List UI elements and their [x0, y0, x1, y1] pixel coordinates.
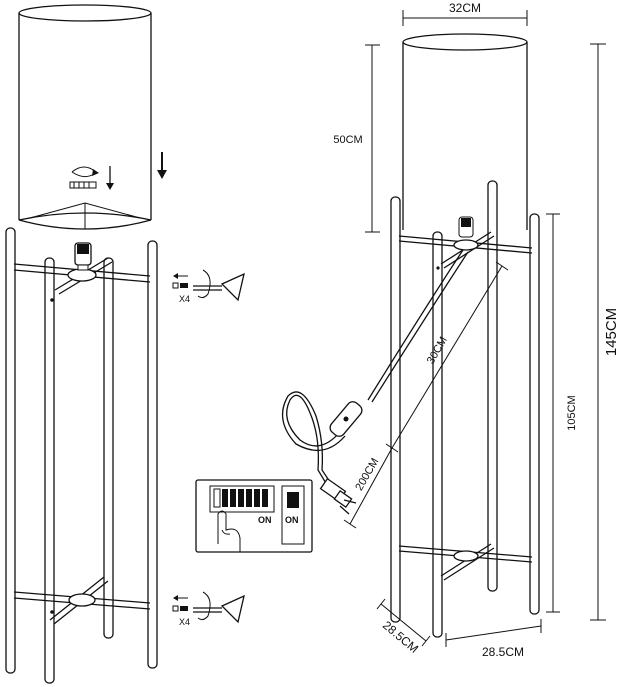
dim-base-depth: [376, 598, 431, 647]
dim-label-cord-switch: 30CM: [425, 335, 450, 366]
dim-label-shade-height: 50CM: [333, 134, 362, 146]
dim-label-top-width: 32CM: [449, 1, 481, 15]
dim-frame-height: [546, 213, 560, 613]
dim-upper-cross-bracket: [398, 216, 533, 269]
switch-on-label-left: ON: [258, 515, 272, 525]
allen-key-icon-lower: [193, 591, 245, 624]
shade-down-arrow-icon: [157, 152, 167, 179]
dim-lamp-shade: [402, 33, 528, 230]
lower-cross-bracket: [13, 576, 151, 625]
dim-top-width: [402, 10, 528, 26]
lamp-socket: [74, 242, 92, 271]
down-arrow-icon: [106, 166, 114, 190]
dim-lower-cross-bracket: [398, 543, 533, 581]
assembly-view: X4 X4: [5, 4, 245, 684]
shade-ring-icon: [69, 181, 97, 189]
screw-icon-upper: [172, 273, 188, 289]
screw-count-upper: X4: [179, 294, 190, 304]
dim-base-width: [445, 619, 542, 647]
dim-frame-poles: [390, 180, 540, 638]
allen-key-icon-upper: [193, 269, 245, 302]
power-cord: [281, 249, 469, 491]
dim-cord-plug: [343, 447, 393, 529]
power-plug: [319, 477, 357, 515]
rotate-arrow-icon: [71, 166, 99, 178]
frame-poles: [5, 227, 158, 684]
dimension-view: 32CM 50CM 145CM 105CM 30CM: [281, 1, 620, 659]
switch-on-label-right: ON: [285, 515, 299, 525]
cord-switch: [329, 401, 363, 437]
power-switch-detail: [195, 479, 313, 553]
lamp-shade: [18, 4, 152, 230]
dim-label-total-height: 145CM: [603, 308, 620, 356]
dim-label-base-right: 28.5CM: [482, 645, 524, 659]
dim-shade-height: [365, 44, 380, 233]
dim-label-frame-height: 105CM: [566, 395, 578, 430]
dim-total-height: [590, 43, 606, 621]
dim-label-base-left: 28.5CM: [380, 618, 421, 656]
screw-count-lower: X4: [179, 617, 190, 627]
upper-cross-bracket: [13, 257, 151, 295]
screw-icon-lower: [172, 595, 188, 612]
